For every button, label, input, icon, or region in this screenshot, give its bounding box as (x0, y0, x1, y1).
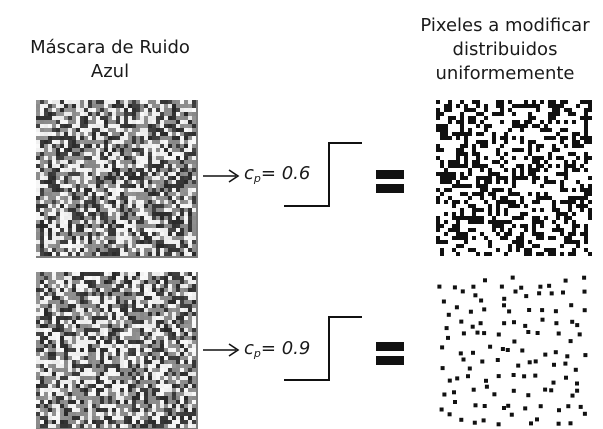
right-arrow-icon (203, 169, 240, 183)
modified-pixels-title-line2: distribuidos (452, 39, 558, 60)
equals-icon (376, 342, 404, 366)
blue-noise-mask-title-line2: Azul (90, 61, 130, 82)
modified-pixels-title: Pixeles a modificar distribuidos uniform… (410, 14, 600, 86)
right-arrow-icon (203, 343, 240, 357)
blue-noise-mask-image-2 (36, 272, 198, 429)
modified-pixels-title-line1: Pixeles a modificar (420, 15, 590, 36)
step-function-icon (284, 142, 362, 207)
step-function-icon (284, 316, 362, 381)
modified-pixels-title-line3: uniformemente (435, 63, 575, 84)
threshold-subscript: p (253, 172, 261, 185)
modified-pixels-image-1 (436, 100, 592, 256)
modified-pixels-image-2 (436, 274, 592, 429)
threshold-label-2: cp= 0.9 (244, 338, 310, 360)
equals-icon (376, 170, 404, 194)
threshold-value: = 0.9 (260, 338, 311, 359)
threshold-symbol: c (244, 163, 254, 184)
threshold-label-1: cp= 0.6 (244, 163, 310, 185)
threshold-subscript: p (253, 347, 261, 360)
threshold-symbol: c (244, 338, 254, 359)
blue-noise-mask-image-1 (36, 100, 198, 258)
blue-noise-mask-title: Máscara de Ruido Azul (10, 36, 210, 84)
blue-noise-mask-title-line1: Máscara de Ruido (30, 37, 190, 58)
threshold-value: = 0.6 (260, 163, 311, 184)
